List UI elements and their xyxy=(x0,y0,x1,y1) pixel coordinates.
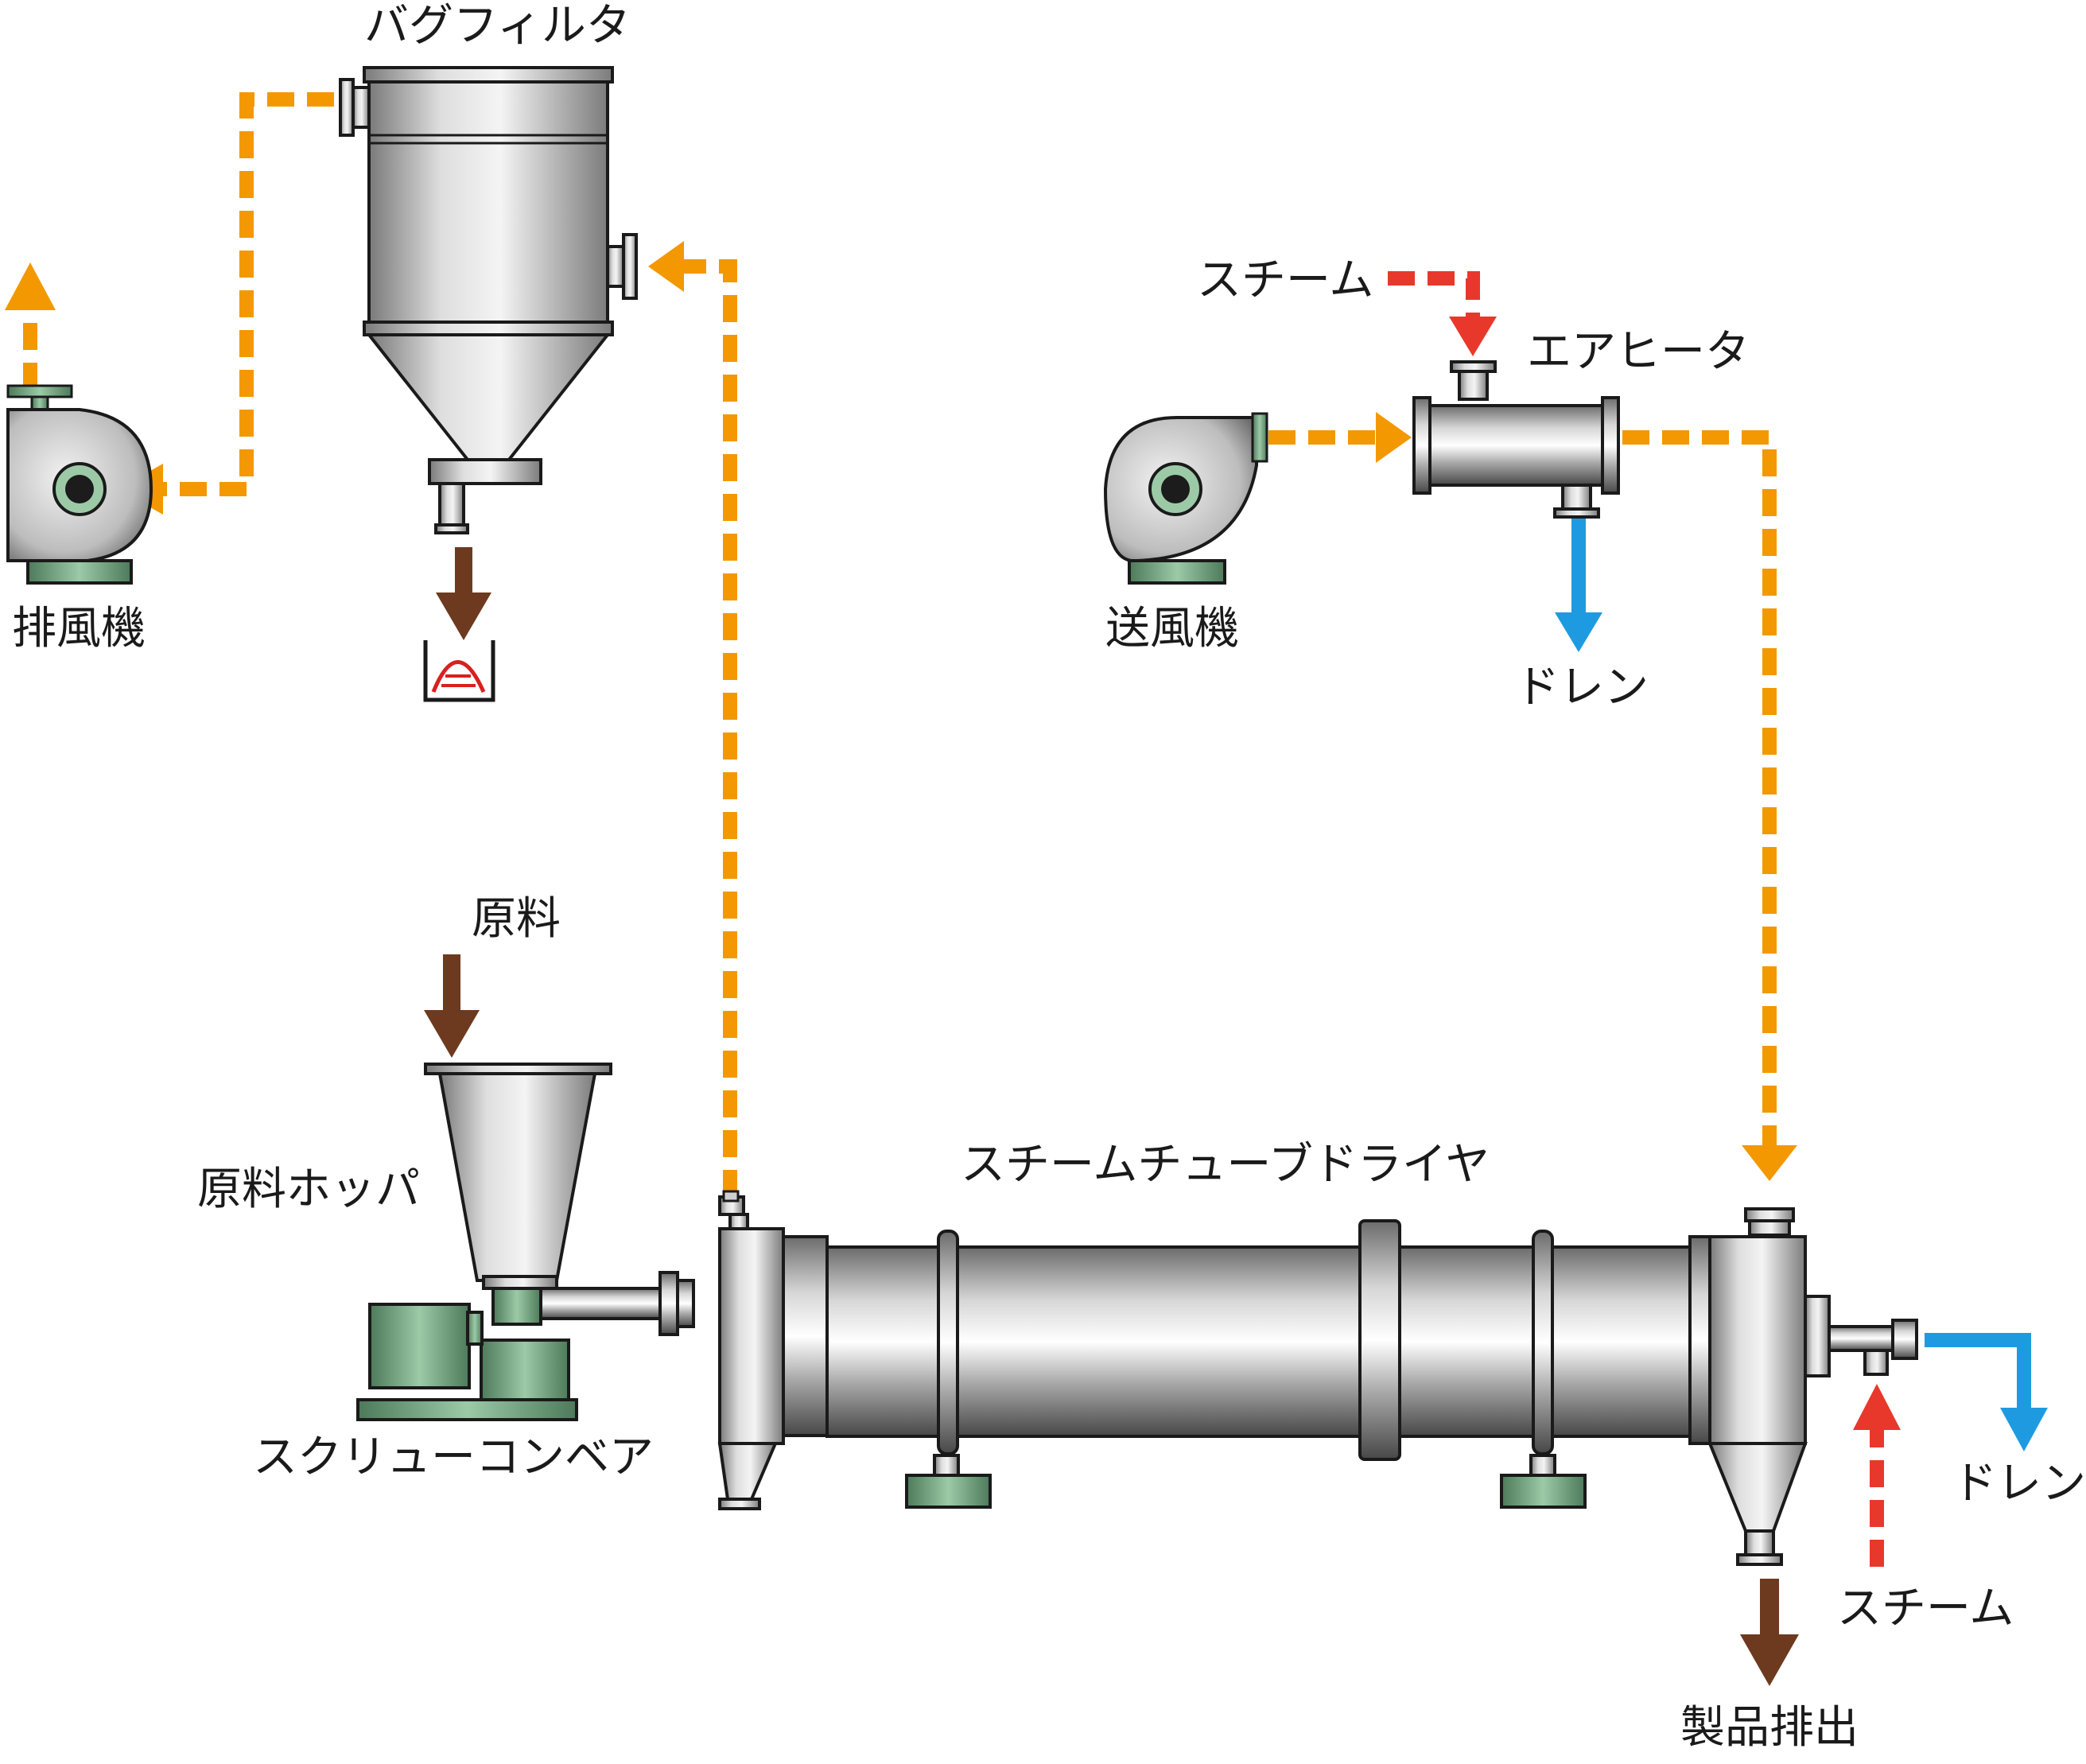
collection-bag-icon xyxy=(423,640,495,702)
bag-filter xyxy=(339,66,638,534)
blower xyxy=(1103,412,1268,585)
label-screw-conveyor: スクリューコンベア xyxy=(253,1432,654,1483)
label-bag-filter: バグフィルタ xyxy=(364,0,631,52)
air-flow-bagfilter-to-fan xyxy=(163,92,334,496)
label-steam-top: スチーム xyxy=(1197,254,1374,306)
drain-flow-arrowheads xyxy=(1555,612,2048,1451)
label-drain-top: ドレン xyxy=(1515,662,1649,713)
air-flow-heater-to-dryer xyxy=(1622,430,1777,1145)
label-steam-bottom: スチーム xyxy=(1837,1583,2014,1634)
screw-conveyor xyxy=(356,1271,695,1421)
drain-flow-dryer xyxy=(1925,1333,2031,1412)
air-heater xyxy=(1412,360,1620,519)
label-exhaust-fan: 排風機 xyxy=(12,603,146,655)
drain-flow-lines xyxy=(1571,515,2031,1412)
arrowhead xyxy=(1853,1384,1901,1430)
arrowhead xyxy=(1740,1634,1799,1686)
arrowhead xyxy=(1376,412,1412,463)
arrowhead xyxy=(648,241,684,292)
label-blower: 送風機 xyxy=(1105,603,1239,655)
label-product-discharge: 製品排出 xyxy=(1680,1702,1859,1754)
label-raw-material: 原料 xyxy=(472,893,561,945)
arrowhead xyxy=(5,262,56,310)
label-dryer: スチームチューブドライヤ xyxy=(961,1139,1490,1191)
arrowhead xyxy=(2000,1408,2048,1451)
air-flow-lines xyxy=(23,92,1777,1197)
exhaust-fan xyxy=(6,384,153,585)
raw-material-hopper xyxy=(424,1063,612,1290)
material-flow-arrows xyxy=(424,547,1799,1686)
arrowhead xyxy=(1742,1145,1797,1181)
steam-flow-to-heater xyxy=(1388,271,1480,322)
arrowhead xyxy=(424,1010,480,1058)
arrowhead xyxy=(1555,612,1602,652)
steam-flow-lines xyxy=(1388,271,1884,1567)
label-drain-right: ドレン xyxy=(1952,1458,2086,1510)
arrowhead xyxy=(436,593,491,640)
steam-flow-arrowheads xyxy=(1449,317,1901,1430)
arrowhead xyxy=(1449,317,1497,356)
label-air-heater: エアヒータ xyxy=(1527,326,1750,378)
steam-tube-dryer xyxy=(717,1195,1918,1566)
air-flow-dryer-to-bagfilter xyxy=(684,259,737,1197)
label-raw-hopper: 原料ホッパ xyxy=(197,1164,420,1215)
